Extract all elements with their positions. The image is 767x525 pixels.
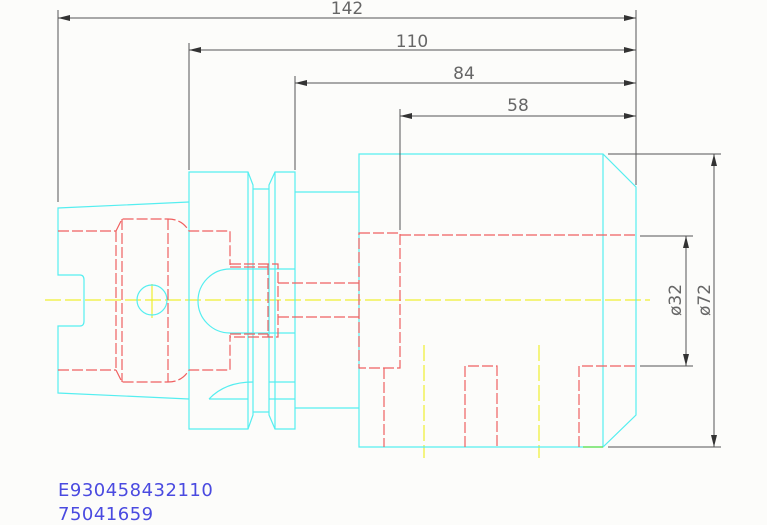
dimension-label-110: 110 (396, 32, 428, 52)
hidden-slots (383, 365, 636, 447)
cross-pin-circle (136, 284, 168, 316)
dimension-label-diameter-72: ø72 (695, 284, 715, 316)
dimension-58: 58 (399, 96, 636, 230)
hidden-screw (230, 263, 279, 338)
groove (253, 188, 269, 413)
flange-notch (208, 381, 254, 400)
part-code-secondary: 75041659 (58, 504, 154, 525)
hidden-bore (58, 230, 116, 371)
hidden-body-bore (358, 232, 636, 369)
dimension-diameter-72: ø72 (608, 153, 721, 448)
dimension-label-diameter-32: ø32 (666, 284, 686, 316)
hidden-pocket (115, 218, 231, 383)
shank-outline (57, 201, 190, 400)
dimension-110: 110 (188, 32, 636, 170)
drive-key (197, 268, 295, 334)
dimension-label-84: 84 (453, 64, 475, 84)
neck (295, 191, 359, 409)
dimension-142: 142 (57, 0, 637, 202)
dimension-label-142: 142 (331, 0, 363, 19)
dimension-84: 84 (294, 64, 636, 170)
dimension-diameter-32: ø32 (640, 235, 693, 367)
flange-2-lines (269, 381, 295, 400)
part-code-primary: E930458432110 (58, 480, 214, 501)
dimension-label-58: 58 (507, 96, 529, 116)
